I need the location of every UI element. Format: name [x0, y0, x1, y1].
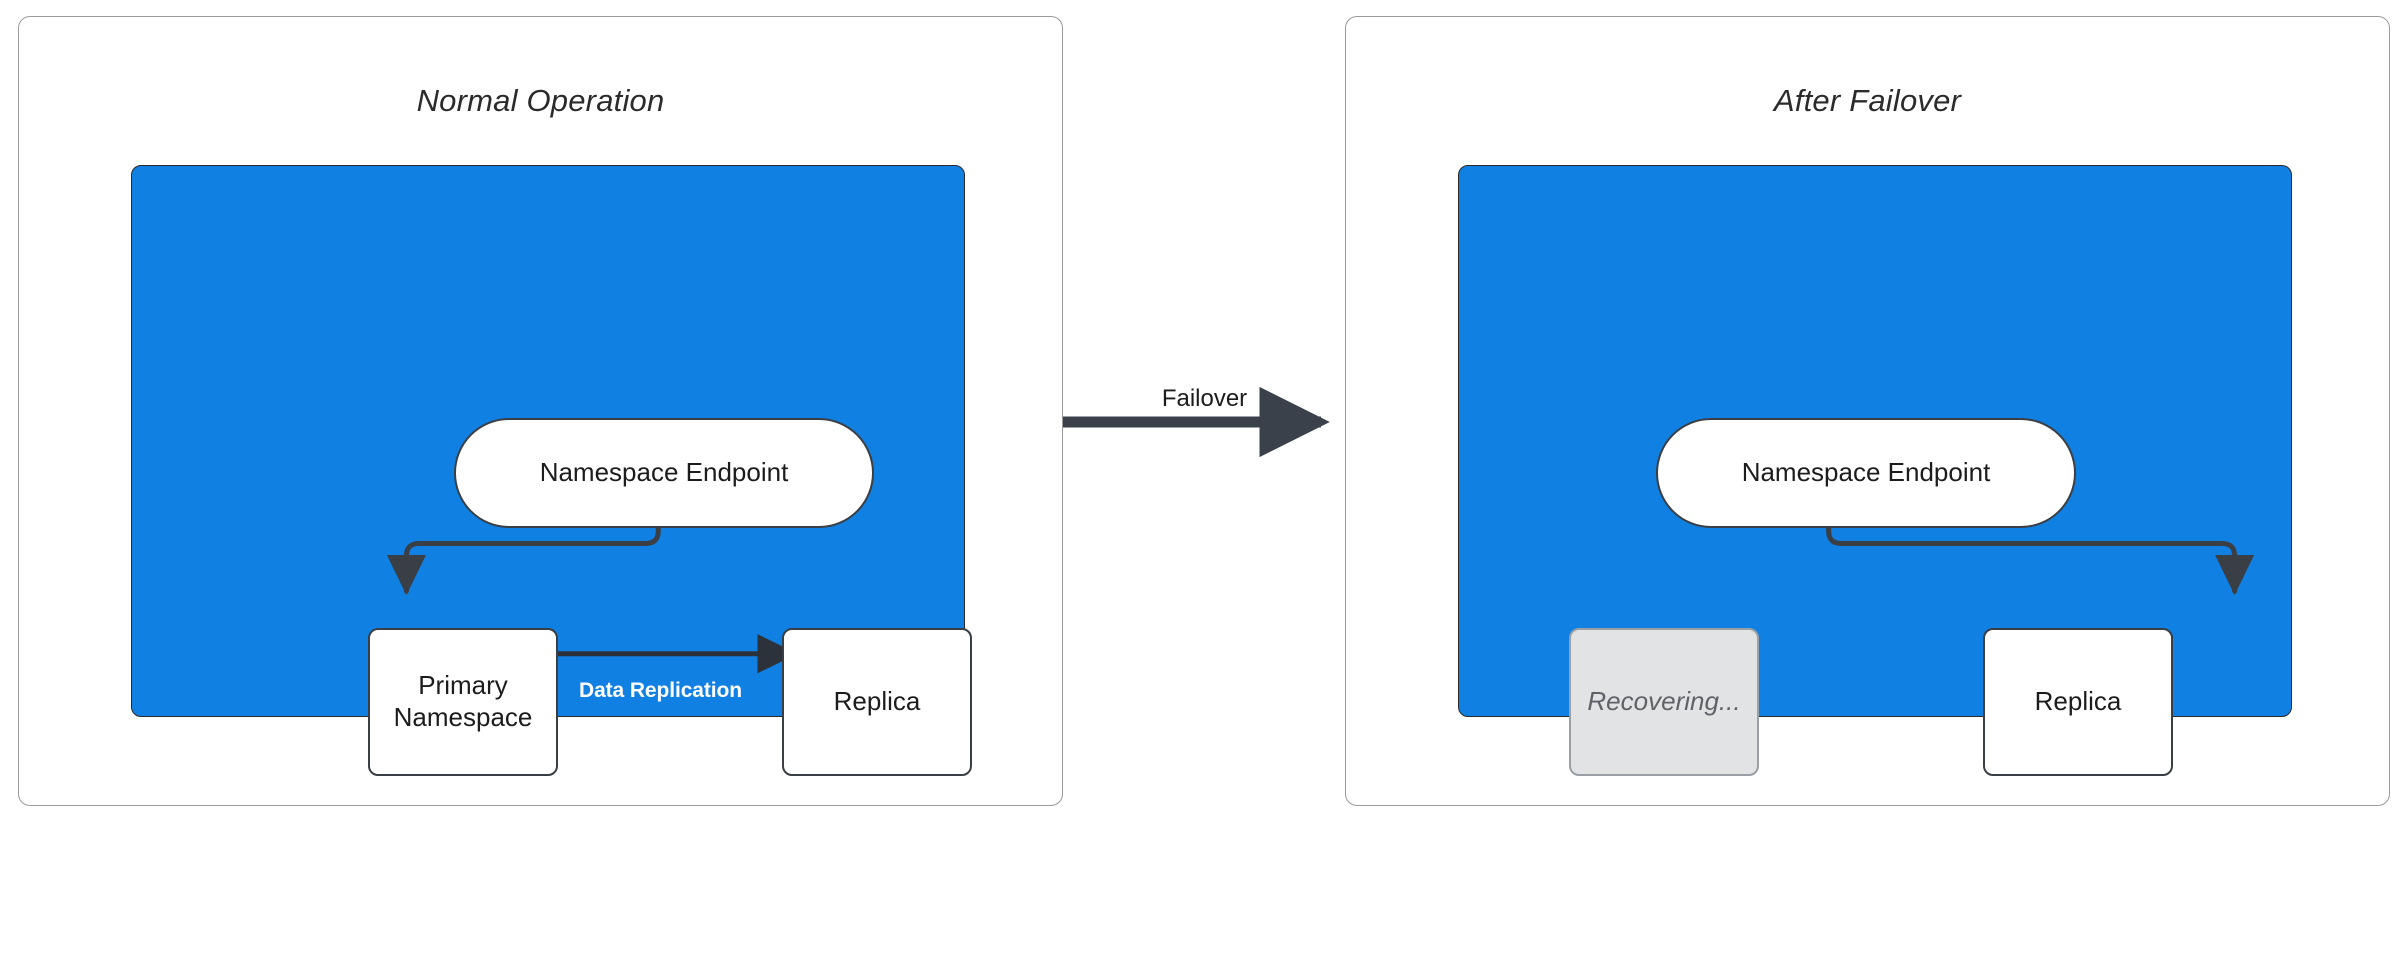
node-label: Namespace Endpoint	[1741, 457, 1991, 488]
panel-normal-operation: Normal Operation Namesp	[18, 16, 1063, 806]
node-label: Replica	[2034, 686, 2122, 717]
connector-layer-normal	[386, 480, 798, 674]
node-label: Recovering...	[1587, 686, 1741, 717]
diagram-canvas: Normal Operation Namesp	[18, 16, 2390, 806]
node-label: Namespace Endpoint	[539, 457, 789, 488]
panel-title-normal-operation: Normal Operation	[416, 83, 665, 118]
node-label-line2: Namespace	[393, 702, 533, 732]
node-recovering[interactable]: Recovering...	[1569, 628, 1759, 776]
panel-after-failover: After Failover Namespace Endpoint Recove…	[1345, 16, 2390, 806]
panel-title-after-failover: After Failover	[1773, 83, 1962, 118]
node-replica-normal[interactable]: Replica	[782, 628, 972, 776]
edge-label-data-replication: Data Replication	[579, 679, 742, 702]
connector-layer-failover	[1826, 480, 2255, 596]
node-label-line1: Primary	[418, 670, 508, 701]
node-namespace-endpoint-failover[interactable]: Namespace Endpoint	[1656, 418, 2076, 528]
node-label: Replica	[833, 686, 921, 717]
node-label: Primary Namespace	[394, 670, 533, 733]
node-replica-failover[interactable]: Replica	[1983, 628, 2173, 776]
failover-transition-arrow	[1063, 386, 1330, 458]
node-primary-namespace[interactable]: Primary Namespace	[368, 628, 558, 776]
node-namespace-endpoint-normal[interactable]: Namespace Endpoint	[454, 418, 874, 528]
cluster-box-normal: Namespace Endpoint Primary Namespace Rep…	[131, 165, 972, 776]
failover-arrow-label: Failover	[1161, 385, 1248, 412]
cluster-box-failover: Namespace Endpoint Recovering... Replica	[1458, 165, 2292, 776]
